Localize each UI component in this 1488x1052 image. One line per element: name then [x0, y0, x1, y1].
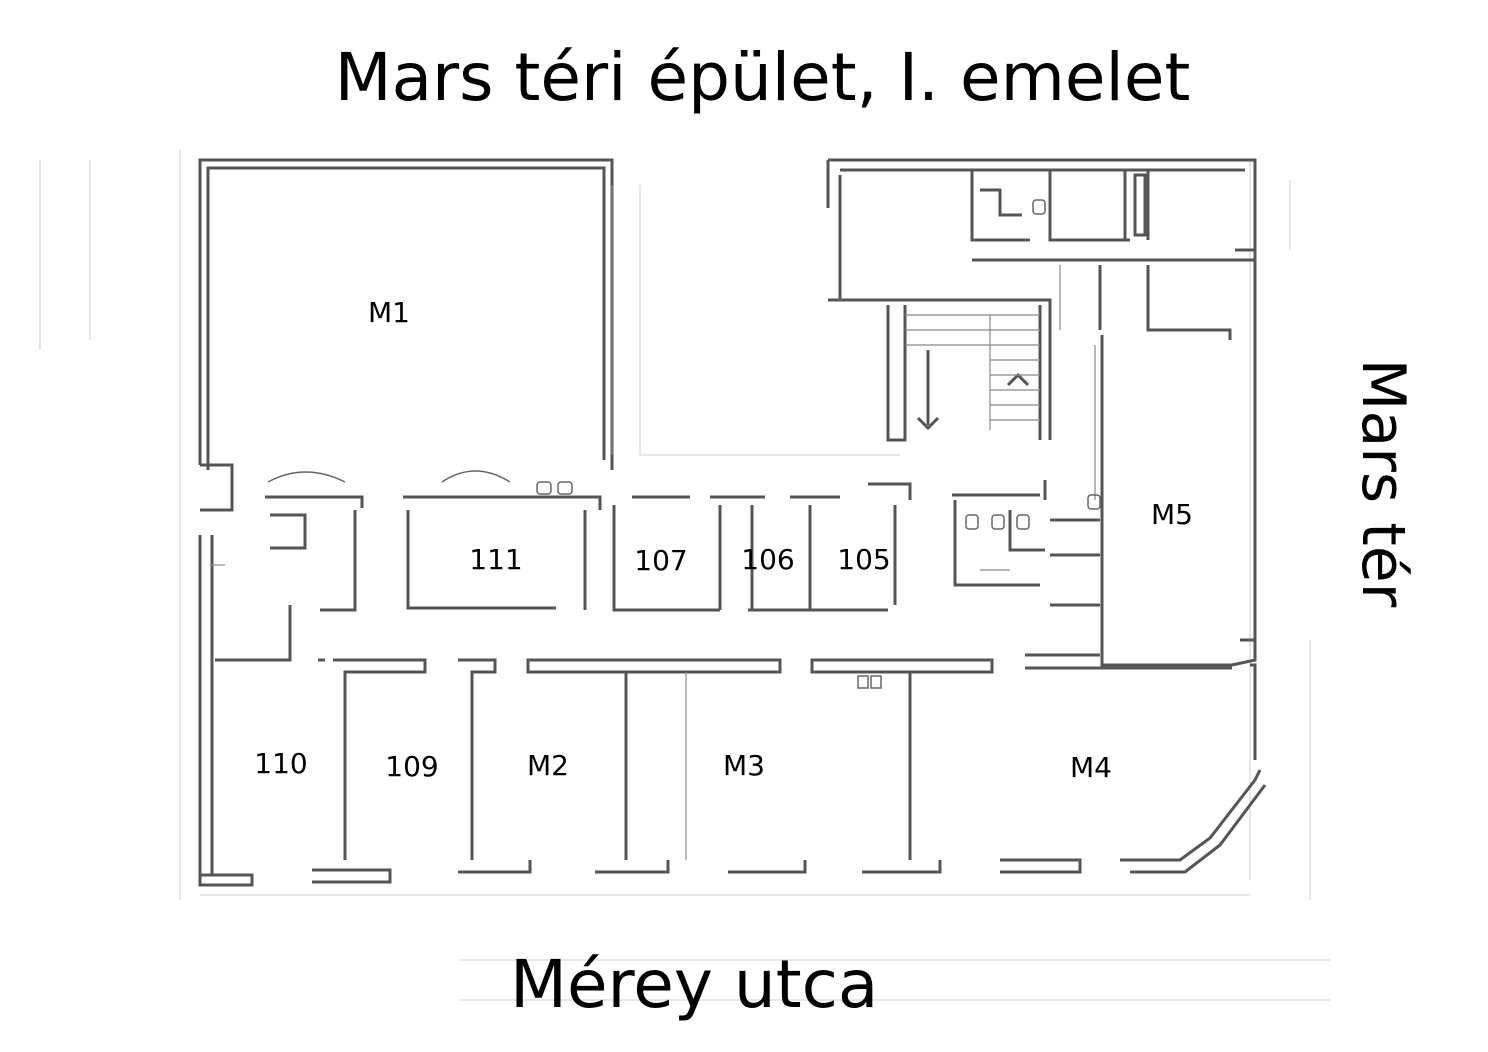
room-111-label: 111 — [469, 543, 523, 576]
room-M2-label: M2 — [527, 749, 569, 782]
room-M4-label: M4 — [1070, 751, 1112, 784]
faint-guide-lines — [39, 150, 1330, 1001]
map-title: Mars téri épület, I. emelet — [334, 39, 1191, 116]
room-M5-label: M5 — [1151, 498, 1193, 531]
fixtures — [267, 199, 1101, 689]
room-M1-label: M1 — [368, 296, 410, 329]
street-label-right: Mars tér — [1348, 358, 1418, 608]
room-106-label: 106 — [741, 543, 795, 576]
room-110-label: 110 — [254, 747, 308, 780]
walls — [198, 158, 1267, 887]
room-105-label: 105 — [837, 543, 891, 576]
street-label-bottom: Mérey utca — [510, 946, 879, 1023]
room-109-label: 109 — [385, 750, 439, 783]
detail-lines — [210, 185, 1096, 860]
room-M3-label: M3 — [723, 749, 765, 782]
room-107-label: 107 — [634, 544, 688, 577]
